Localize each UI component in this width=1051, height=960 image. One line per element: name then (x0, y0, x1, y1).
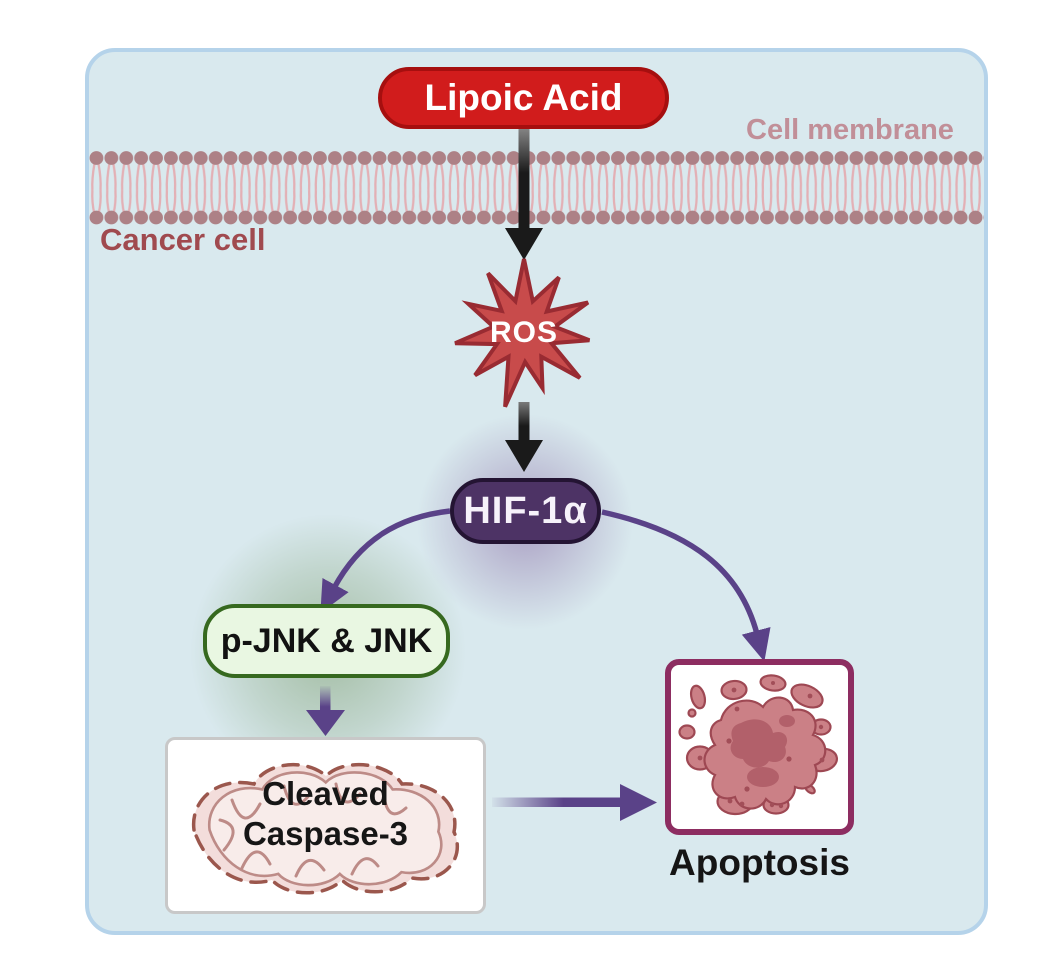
pjnk-jnk-node: p-JNK & JNK (203, 604, 450, 678)
cleaved-caspase3-line2: Caspase-3 (242, 815, 409, 853)
lipoic-acid-node: Lipoic Acid (378, 67, 669, 129)
lipoic-acid-label: Lipoic Acid (424, 77, 623, 118)
apoptotic-cell-icon (678, 674, 838, 816)
cancer-cell-label: Cancer cell (100, 222, 266, 257)
mitochondria-icon (191, 762, 460, 895)
cleaved-caspase3-label: Cleaved Caspase-3 (168, 774, 483, 855)
cell-membrane-label: Cell membrane (746, 114, 954, 146)
pjnk-jnk-label: p-JNK & JNK (220, 621, 433, 660)
ros-label: ROS (489, 316, 558, 349)
cleaved-caspase3-line1: Cleaved (262, 775, 389, 812)
apoptosis-label: Apoptosis (669, 842, 850, 883)
cleaved-caspase3-card: Cleaved Caspase-3 (165, 737, 486, 914)
hif1a-node: HIF-1α (450, 478, 601, 544)
apoptosis-box (665, 659, 854, 835)
hif1a-label: HIF-1α (463, 489, 588, 532)
